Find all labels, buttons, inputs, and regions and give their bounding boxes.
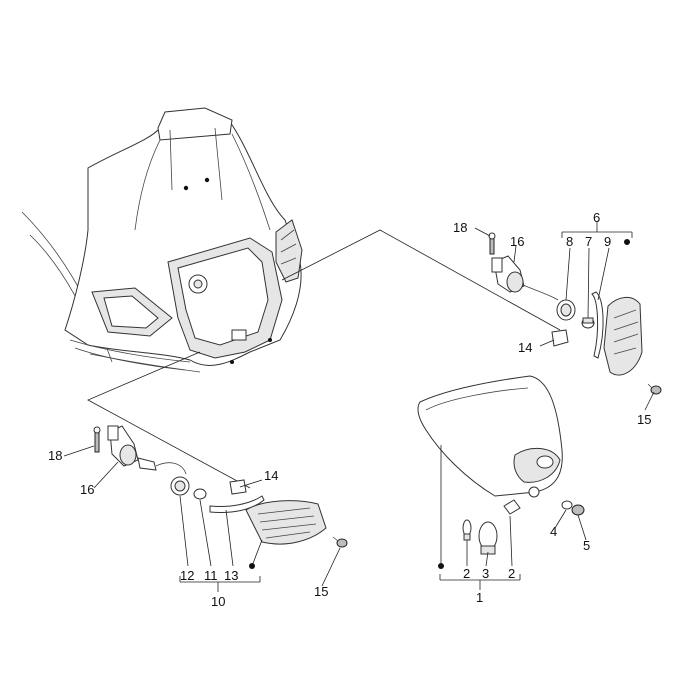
callout-label: 8 <box>566 234 573 249</box>
callout-label: 15 <box>314 584 328 599</box>
grommet-right <box>556 299 576 321</box>
grommet-left <box>170 476 190 496</box>
bulb-large <box>478 521 498 555</box>
reference-dots <box>249 239 630 569</box>
screw-15-left <box>332 536 348 548</box>
callout-label: 13 <box>224 568 238 583</box>
callout-label: 7 <box>585 234 592 249</box>
bulb-holder-right <box>491 255 525 293</box>
clip-right <box>551 329 569 347</box>
callout-label: 1 <box>476 590 483 605</box>
callout-label: 10 <box>211 594 225 609</box>
callout-label: 16 <box>510 234 524 249</box>
assembly-guide-lines <box>87 229 561 489</box>
bulb-small <box>462 519 472 541</box>
headlight-group <box>417 375 585 555</box>
scooter-front-body <box>21 107 303 373</box>
callout-label: 15 <box>637 412 651 427</box>
callout-label: 11 <box>204 568 218 583</box>
screw-15-right <box>647 383 662 395</box>
callout-label: 18 <box>453 220 467 235</box>
callout-label: 16 <box>80 482 94 497</box>
indicator-lens-right <box>603 297 643 376</box>
right-indicator-group <box>488 232 662 395</box>
callout-label: 2 <box>508 566 515 581</box>
callout-labels: 18 16 6 8 7 9 14 15 18 16 14 12 11 13 10… <box>48 210 651 609</box>
screw-right <box>581 317 595 329</box>
dot-marker <box>624 239 630 245</box>
headlight-housing <box>417 375 563 498</box>
pin-part-right <box>488 232 496 255</box>
callout-label: 3 <box>482 566 489 581</box>
callout-label: 5 <box>583 538 590 553</box>
indicator-lens-left <box>245 500 327 545</box>
callout-label: 4 <box>550 524 557 539</box>
callout-label: 2 <box>463 566 470 581</box>
pin-part-left <box>93 426 101 453</box>
bulb-side <box>503 499 521 515</box>
dot-marker <box>249 563 255 569</box>
leader-lines <box>63 222 655 592</box>
left-indicator-group <box>93 425 348 548</box>
screw-5 <box>571 504 585 516</box>
clip-left <box>229 479 247 495</box>
callout-label: 12 <box>180 568 194 583</box>
callout-label: 9 <box>604 234 611 249</box>
callout-label: 14 <box>518 340 532 355</box>
dot-marker <box>438 563 444 569</box>
bulb-holder-left <box>107 425 139 467</box>
washer-4 <box>561 500 573 510</box>
callout-label: 14 <box>264 468 278 483</box>
screw-left <box>193 488 207 500</box>
callout-label: 6 <box>593 210 600 225</box>
callout-label: 18 <box>48 448 62 463</box>
